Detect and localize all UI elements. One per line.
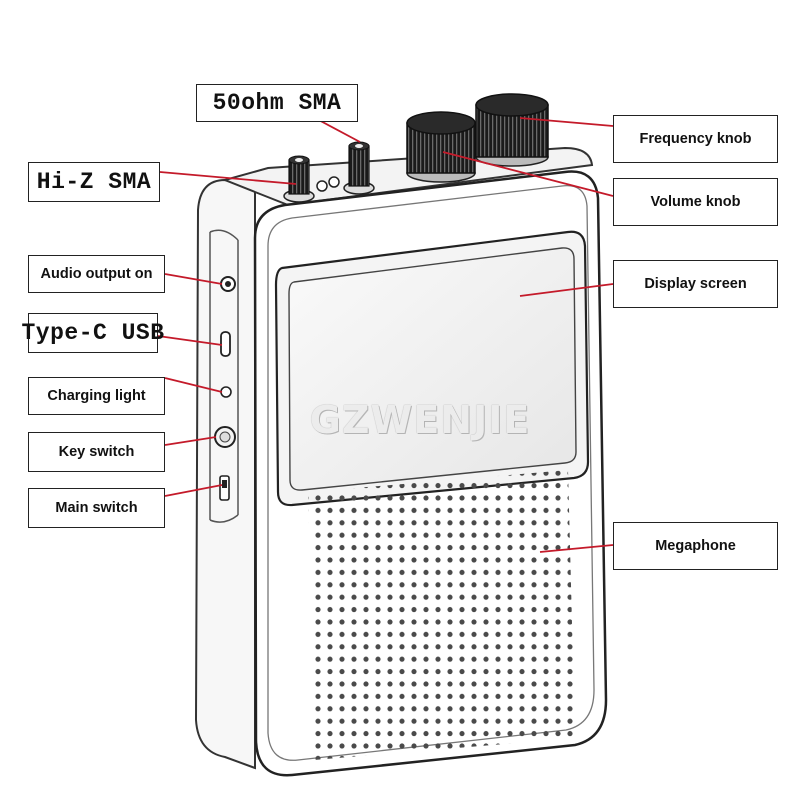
body-side-panel	[194, 178, 256, 770]
callout-type-c-usb: Type-C USB	[21, 313, 164, 353]
callout-hiz-sma: Hi-Z SMA	[28, 162, 160, 202]
frequency-knob	[475, 93, 549, 167]
volume-knob	[406, 111, 476, 183]
callout-megaphone: Megaphone	[613, 522, 778, 570]
callout-charging-light: Charging light	[28, 377, 165, 415]
callout-audio-output: Audio output on	[28, 255, 165, 293]
leader-charging-light	[164, 377, 223, 393]
hiz-sma-connector	[283, 155, 315, 203]
leader-lines	[157, 117, 614, 553]
callout-50ohm-sma: 50ohm SMA	[196, 84, 358, 122]
callout-volume-knob: Volume knob	[613, 178, 778, 226]
leader-type-c-usb	[157, 335, 223, 346]
callout-display-screen: Display screen	[613, 260, 778, 308]
callout-key-switch: Key switch	[28, 432, 165, 472]
leader-hiz-sma	[159, 171, 297, 185]
leader-50ohm-sma	[314, 117, 361, 143]
audio-jack	[220, 276, 236, 292]
speaker-grill	[308, 470, 575, 760]
leader-frequency-knob	[519, 117, 614, 127]
callout-frequency-knob: Frequency knob	[613, 115, 778, 163]
leader-main-switch	[164, 484, 223, 497]
main-power-switch	[219, 475, 230, 501]
small-top-buttons	[316, 176, 340, 192]
sma-50ohm-connector	[343, 141, 375, 195]
leader-display-screen	[519, 283, 614, 297]
callout-main-switch: Main switch	[28, 488, 165, 528]
leader-volume-knob	[442, 151, 614, 197]
usb-port	[220, 331, 231, 357]
key-switch-button	[214, 426, 236, 448]
leader-key-switch	[164, 436, 217, 446]
display-screen	[274, 230, 590, 507]
leader-audio-output	[164, 273, 223, 285]
watermark: GZWENJIE	[309, 398, 531, 442]
leader-megaphone	[539, 544, 614, 553]
charging-led	[220, 386, 232, 398]
